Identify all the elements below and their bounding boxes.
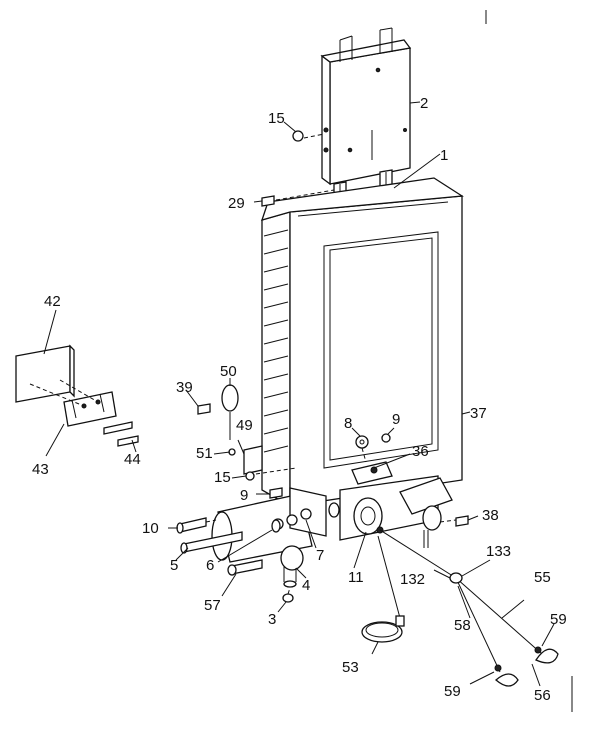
callout-43: 43	[32, 461, 49, 478]
wall-bracket	[15, 344, 139, 447]
callout-59-right: 59	[550, 611, 567, 628]
callout-7: 7	[316, 547, 324, 564]
hardware	[176, 130, 469, 603]
callout-42: 42	[44, 293, 61, 310]
callout-38: 38	[482, 507, 499, 524]
callout-8: 8	[344, 415, 352, 432]
callout-53: 53	[342, 659, 359, 676]
callout-44: 44	[124, 451, 141, 468]
callout-37: 37	[470, 405, 487, 422]
callout-50: 50	[220, 363, 237, 380]
callout-57: 57	[204, 597, 221, 614]
callout-58: 58	[454, 617, 471, 634]
callout-36: 36	[412, 443, 429, 460]
callout-11: 11	[348, 569, 364, 586]
leader-lines	[43, 101, 555, 687]
callouts: 1 2 15 29 37 8 9 36 42 43 44 39 50 49 51…	[32, 95, 567, 704]
tube-assembly	[211, 487, 340, 588]
callout-29: 29	[228, 195, 245, 212]
callout-15-upper: 15	[268, 110, 285, 127]
louvers	[263, 229, 289, 453]
callout-1: 1	[440, 147, 448, 164]
callout-132: 132	[400, 571, 425, 588]
callout-2: 2	[420, 95, 428, 112]
callout-3: 3	[268, 611, 276, 628]
pivot-assembly	[351, 461, 393, 535]
callout-15-lower: 15	[214, 469, 231, 486]
callout-10: 10	[142, 520, 159, 537]
callout-9-right: 9	[392, 411, 400, 428]
callout-4: 4	[302, 577, 310, 594]
callout-9-left: 9	[240, 487, 248, 504]
callout-133: 133	[486, 543, 511, 560]
callout-51: 51	[196, 445, 213, 462]
callout-59-left: 59	[444, 683, 461, 700]
callout-39: 39	[176, 379, 193, 396]
cable-assembly	[361, 529, 559, 687]
callout-6: 6	[206, 557, 214, 574]
callout-56: 56	[534, 687, 551, 704]
callout-55: 55	[534, 569, 551, 586]
callout-5: 5	[170, 557, 178, 574]
callout-49: 49	[236, 417, 253, 434]
